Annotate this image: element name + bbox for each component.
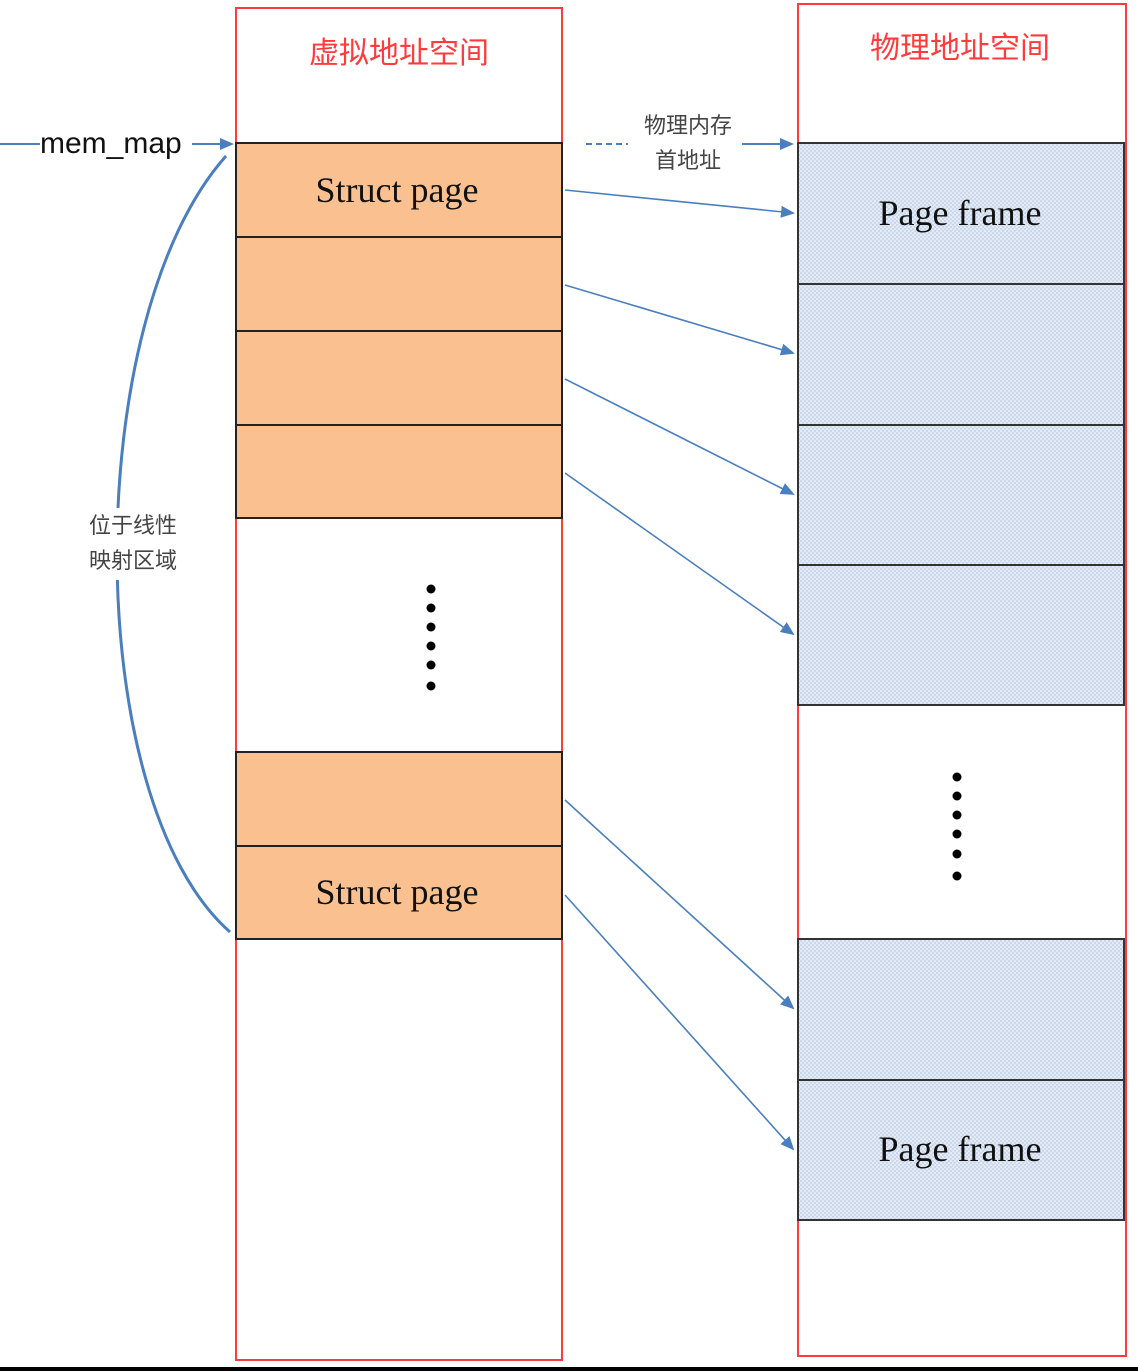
mapping-arrows xyxy=(564,189,795,1151)
page-frame-group-top xyxy=(797,142,1125,706)
struct-page-block xyxy=(235,751,563,847)
page-frame-block xyxy=(797,142,1125,285)
struct-page-group-bottom xyxy=(235,751,563,940)
struct-page-group-top xyxy=(235,142,563,519)
linear-region-note-line1: 位于线性 xyxy=(89,514,177,539)
mapping-arrow xyxy=(564,284,795,356)
virtual-space-title: 虚拟地址空间 xyxy=(309,36,489,71)
struct-page-block xyxy=(235,142,563,238)
struct-page-top-label: Struct page xyxy=(316,170,479,210)
phys-start-note-line2: 首地址 xyxy=(655,149,721,174)
page-frame-bottom-label: Page frame xyxy=(879,1129,1042,1169)
page-frame-block xyxy=(797,938,1125,1081)
page-frame-block xyxy=(797,564,1125,706)
page-frame-block xyxy=(797,424,1125,566)
mapping-arrow xyxy=(564,472,795,636)
struct-page-bottom-label: Struct page xyxy=(316,872,479,912)
page-frame-group-bottom xyxy=(797,938,1125,1221)
virtual-ellipsis xyxy=(426,584,436,691)
struct-page-block xyxy=(235,424,563,519)
physical-ellipsis xyxy=(952,772,962,881)
struct-page-block xyxy=(235,330,563,426)
page-frame-block xyxy=(797,283,1125,426)
phys-start-note-line1: 物理内存 xyxy=(644,114,732,139)
mapping-arrow xyxy=(564,894,795,1151)
page-frame-top-label: Page frame xyxy=(879,193,1042,233)
struct-page-block xyxy=(235,236,563,332)
linear-region-note-line2: 映射区域 xyxy=(89,549,177,574)
mapping-arrow xyxy=(564,799,795,1010)
mapping-arrow xyxy=(564,189,795,218)
mapping-arrow xyxy=(564,378,795,495)
struct-page-block xyxy=(235,845,563,940)
page-frame-block xyxy=(797,1079,1125,1221)
linear-region-note-bg xyxy=(78,508,188,580)
physical-space-title: 物理地址空间 xyxy=(870,31,1050,66)
mem-map-label: mem_map xyxy=(40,127,182,160)
